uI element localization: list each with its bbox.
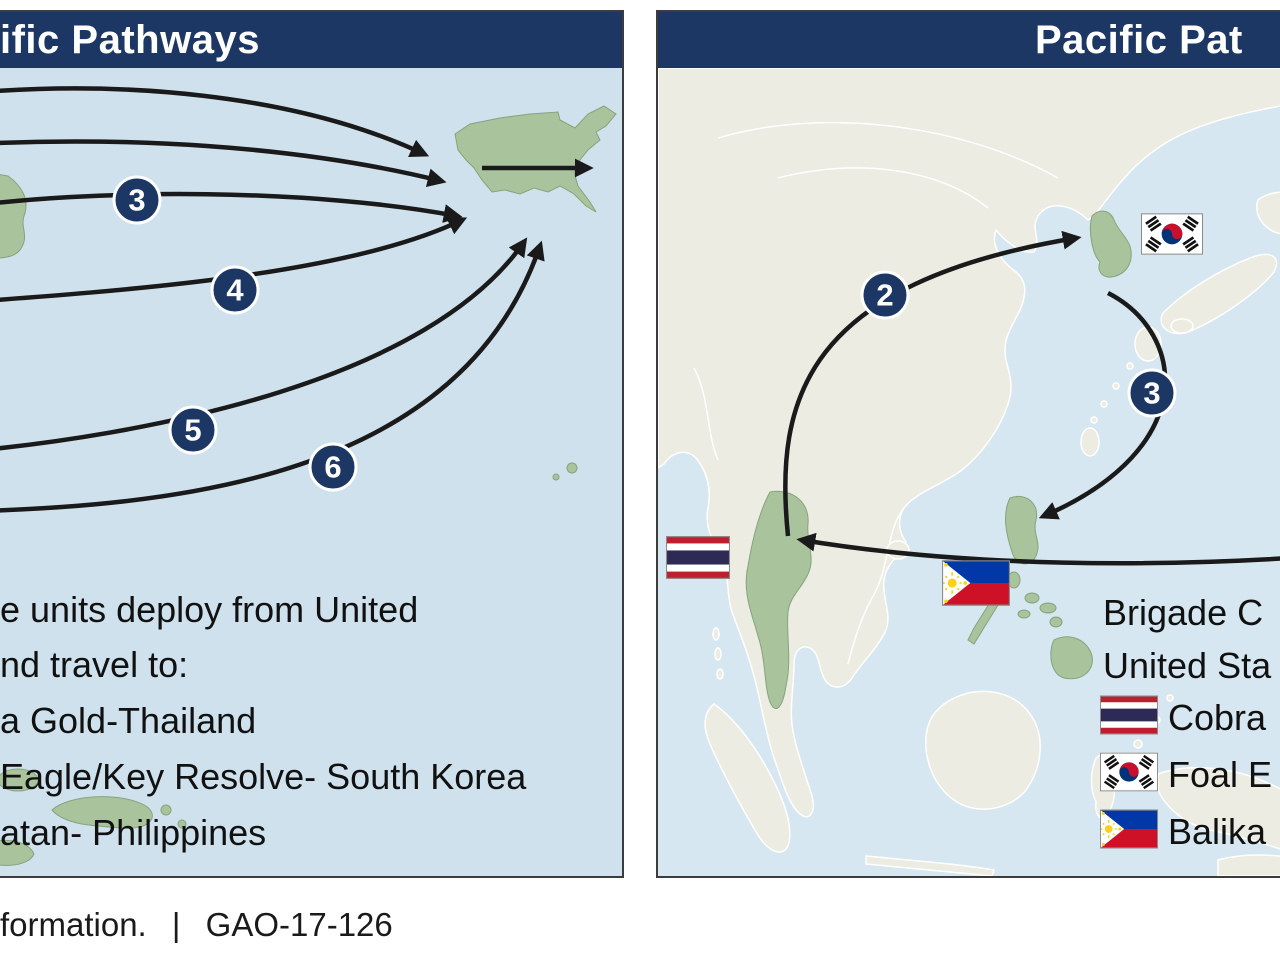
united-states-map	[454, 105, 617, 213]
left-map-panel: ific Pathways	[0, 10, 624, 878]
route-marker-4: 4	[210, 265, 260, 315]
source-text-fragment: formation.	[0, 906, 147, 943]
route-marker-2-number: 2	[876, 278, 893, 313]
left-panel-header: ific Pathways	[0, 12, 622, 68]
pacific-overview-map: 3 4 5 6	[0, 86, 617, 866]
report-id: GAO-17-126	[205, 906, 393, 943]
right-legend-intro-2: United Sta	[1103, 645, 1272, 686]
route-marker-3-number: 3	[1143, 376, 1160, 411]
south-korea-flag	[1141, 213, 1203, 255]
thailand-flag	[666, 535, 730, 580]
asia-edge-landmass	[0, 174, 27, 259]
south-korea-flag	[1100, 752, 1158, 792]
route-marker-5-number: 5	[184, 413, 201, 448]
left-legend-line-2: nd travel to:	[0, 644, 189, 685]
left-panel-title: ific Pathways	[0, 18, 260, 62]
hawaii-islands	[552, 462, 578, 481]
left-legend-line-4: Eagle/Key Resolve- South Korea	[0, 756, 527, 797]
route-marker-4-number: 4	[226, 273, 244, 308]
legend-item-label: Foal E	[1168, 754, 1273, 795]
right-panel-title: Pacific Pat	[1035, 18, 1243, 62]
philippines-flag	[942, 560, 1010, 606]
right-map-panel: Pacific Pat	[656, 10, 1280, 878]
route-marker-6-number: 6	[324, 450, 341, 485]
indonesia-islands	[704, 627, 1174, 876]
thailand-to-korea-arrow	[783, 230, 1082, 537]
source-separator: |	[171, 906, 181, 943]
route-marker-2: 2	[860, 270, 910, 320]
route-marker-3-number: 3	[128, 183, 145, 218]
route-marker-6: 6	[308, 442, 358, 492]
left-map-area: 3 4 5 6 e units deploy from United nd tr…	[0, 68, 622, 876]
right-map-area: 2 3 Brigade C United Sta Cobra Foal E Ba…	[658, 68, 1280, 876]
philippines-country	[967, 496, 1093, 680]
left-legend-line-3: a Gold-Thailand	[0, 700, 257, 741]
japan-islands	[1090, 191, 1280, 424]
legend-item-label: Balika	[1168, 811, 1267, 852]
australia-edge	[1217, 854, 1280, 876]
new-guinea-island	[1157, 766, 1280, 850]
route-marker-3: 3	[112, 175, 162, 225]
left-legend-line-5: atan- Philippines	[0, 812, 267, 853]
southeast-asia-map: 2 3	[658, 68, 1280, 876]
left-legend-line-1: e units deploy from United	[0, 589, 419, 630]
right-legend-intro-1: Brigade C	[1103, 592, 1264, 633]
south-korea-country	[1089, 210, 1132, 278]
right-panel-header: Pacific Pat	[658, 12, 1280, 68]
legend-item-label: Cobra	[1168, 697, 1267, 738]
southwest-pacific-islands	[0, 768, 187, 866]
pacific-to-thailand-arrow	[796, 532, 1280, 566]
return-route-arrows	[0, 86, 545, 513]
source-line: formation. | GAO-17-126	[0, 906, 393, 944]
taiwan-island	[1080, 427, 1100, 457]
route-marker-5: 5	[168, 405, 218, 455]
philippines-flag	[1100, 809, 1158, 849]
route-marker-3: 3	[1127, 368, 1177, 418]
thailand-flag	[1100, 695, 1158, 735]
